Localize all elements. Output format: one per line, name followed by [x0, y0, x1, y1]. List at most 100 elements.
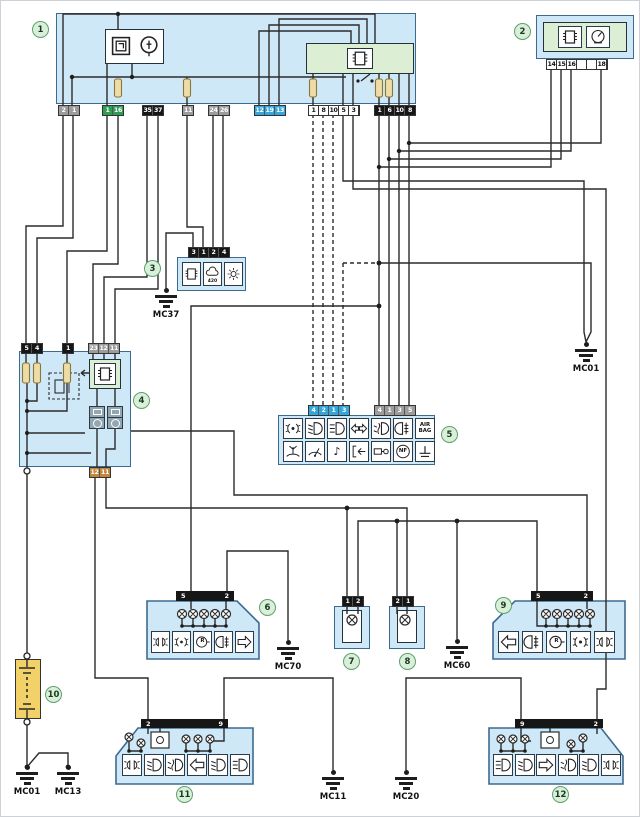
relay-contact-icon [108, 407, 122, 418]
pin-cell-4: 4 [32, 344, 42, 353]
position-light-icon [172, 631, 191, 653]
pin-cell-11: 11 [183, 106, 193, 115]
component-label-8: 8 [399, 653, 416, 670]
lamp-r-text: R [200, 638, 205, 645]
turn-right-icon [235, 631, 254, 653]
pin-cell-4: 4 [309, 406, 319, 415]
pin-cell-4: 4 [375, 406, 385, 415]
low-beam-icon [514, 754, 535, 776]
chime-text: ♪ [333, 444, 341, 458]
pin-label: 2 [224, 592, 229, 600]
pin-cell-16: 16 [113, 106, 123, 115]
pin-cell-19: 19 [265, 106, 275, 115]
pin-cell-1: 1 [403, 597, 413, 606]
pin-cell-2: 2 [319, 406, 329, 415]
relay-module-1 [89, 406, 105, 429]
component-label-7: 7 [343, 653, 360, 670]
pin-cell-6: 6 [385, 106, 395, 115]
component-4-module-icon [94, 363, 116, 385]
seat-icon [415, 441, 435, 462]
ground-label-mc37: MC37 [152, 309, 180, 320]
pin-cell-2: 2 [353, 597, 363, 606]
pin-cell-8: 8 [319, 106, 329, 115]
park-light-icon [122, 754, 142, 776]
pin-cell-1: 1 [103, 106, 113, 115]
nf-indicator-icon: NF [393, 441, 413, 462]
pin-label: 2 [583, 592, 588, 600]
park-light-icon [151, 631, 170, 653]
relay-module-2 [107, 406, 123, 429]
ground-dot [583, 342, 589, 347]
pin-cell-11: 11 [109, 344, 119, 353]
washer-icon [283, 441, 303, 462]
pin-cell-5: 5 [22, 344, 32, 353]
component-2-module [543, 22, 627, 52]
outside-temp-text: 420 [207, 279, 218, 285]
ground-label-mc70: MC70 [274, 661, 302, 672]
turn-left-icon [186, 754, 207, 776]
component-1-icons [109, 33, 161, 59]
component-12-icons [493, 754, 621, 776]
connector-b2-blank [576, 59, 598, 70]
pin-cell-1: 1 [375, 106, 385, 115]
high-beam-icon [229, 754, 250, 776]
component-label-9: 9 [495, 597, 512, 614]
pin-cell-11: 11 [100, 468, 110, 477]
component-label-10: 10 [45, 686, 62, 703]
lamp-r-icon: R [193, 631, 212, 653]
ground-mc60: MC60 [442, 639, 472, 671]
component-label-1: 1 [32, 21, 49, 38]
chip-icon [94, 363, 116, 385]
ground-dot [403, 770, 409, 775]
relay-coil-icon [108, 418, 122, 429]
relay-icon-12 [540, 731, 560, 749]
pin-cell-1: 1 [63, 344, 73, 353]
high-beam-icon [493, 754, 513, 776]
pin-label: 5 [536, 592, 541, 600]
connector-b12-bar: 9 2 [515, 719, 603, 728]
pin-cell-23: 23 [89, 344, 99, 353]
ground-dot [285, 640, 291, 645]
rear-fog-icon [393, 418, 413, 439]
ground-label-mc60: MC60 [443, 660, 471, 671]
component-3-icons: 420 [182, 262, 243, 286]
pin-cell-2: 2 [209, 248, 219, 257]
rear-fog-icon [522, 631, 543, 653]
ground-mc37: MC37 [151, 288, 181, 320]
key-switch-icon [137, 33, 161, 59]
low-beam-icon [305, 418, 325, 439]
trailer-light-icon [371, 441, 391, 462]
chip-icon [349, 48, 371, 69]
ground-mc70: MC70 [273, 640, 303, 672]
turn-left-icon [498, 631, 519, 653]
ground-dot [454, 639, 460, 644]
ground-dot [24, 765, 30, 770]
ground-dot [163, 288, 169, 293]
chip-icon [182, 262, 201, 286]
chip-icon [558, 26, 582, 48]
pin-cell-1: 1 [69, 106, 79, 115]
gauge-icon [586, 26, 610, 48]
component-label-4: 4 [133, 392, 150, 409]
pin-cell-1: 1 [343, 597, 353, 606]
pin-cell-3: 3 [349, 106, 359, 115]
lamp-r-text: R [554, 638, 559, 645]
connector-b9-bar: 5 2 [531, 591, 593, 601]
park-light-icon [600, 754, 621, 776]
wiper-icon [305, 441, 325, 462]
connector-b4-1: 1 [62, 343, 74, 354]
pin-cell-13: 13 [275, 106, 285, 115]
pin-cell-10: 10 [329, 106, 339, 115]
component-1-chip-cell [347, 48, 373, 69]
component-6-icons: R [151, 631, 254, 653]
lamp-r-icon: R [546, 631, 567, 653]
